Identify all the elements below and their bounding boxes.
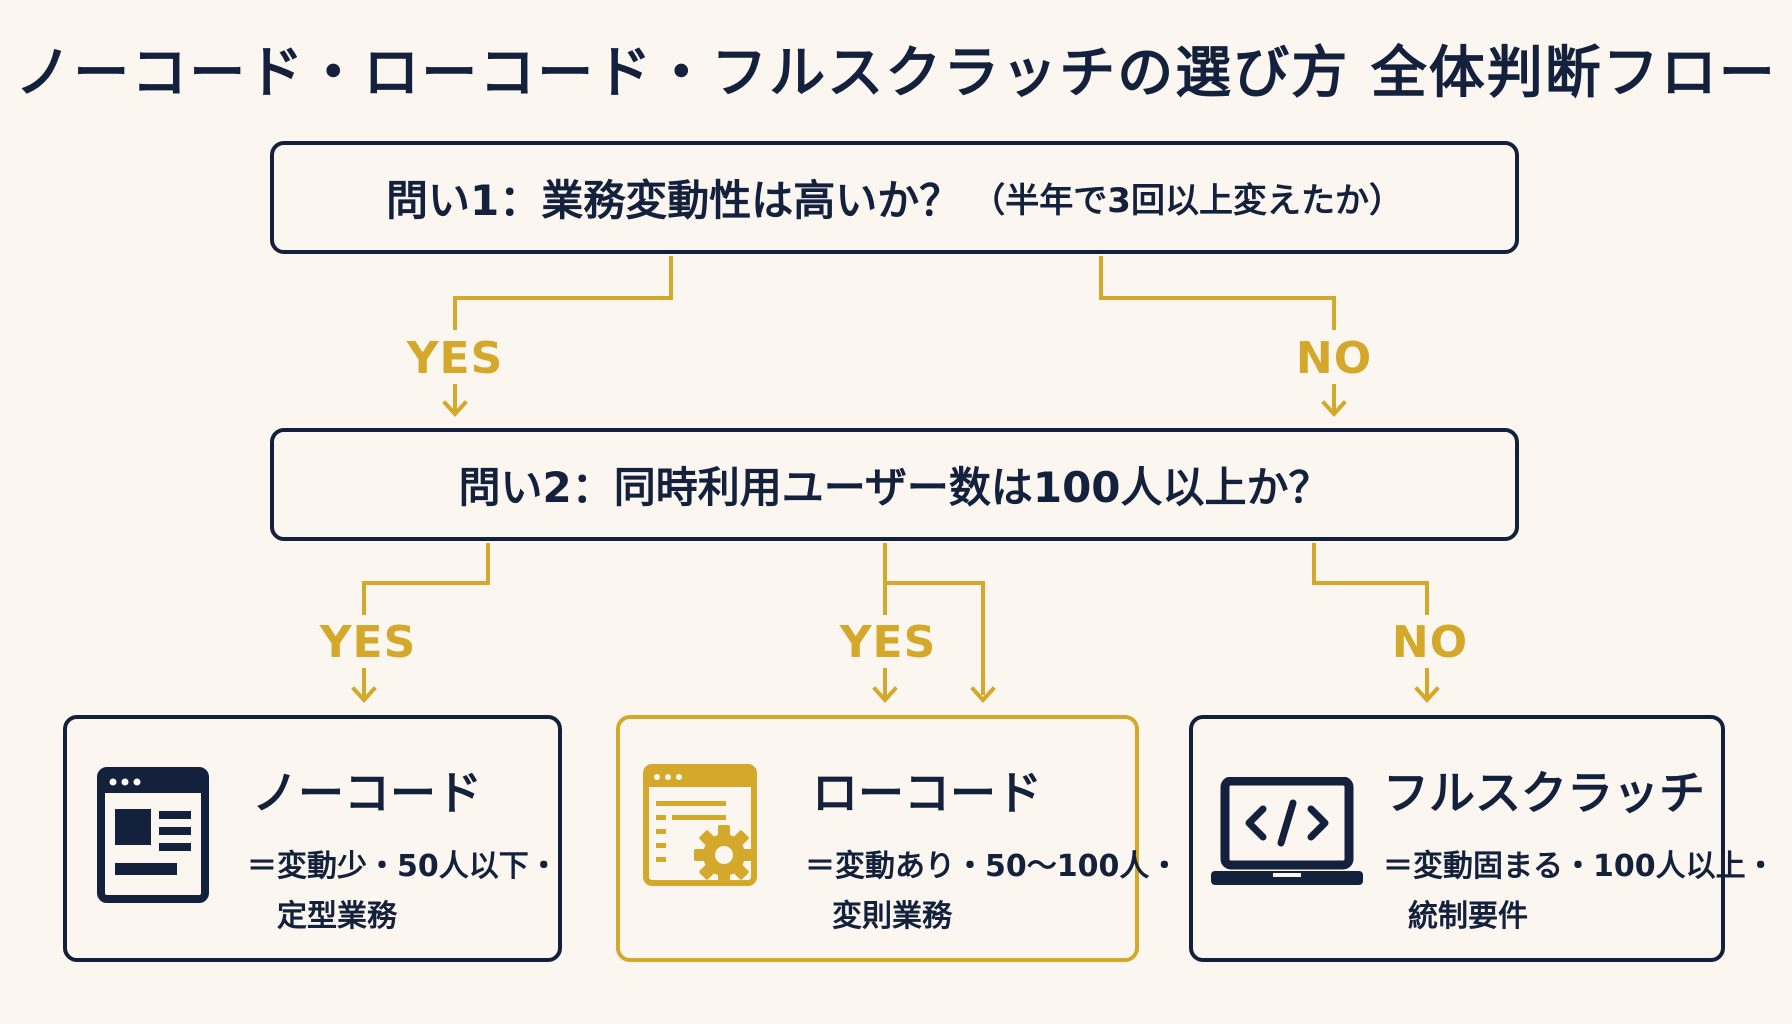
q2-mid-yes-label: YES bbox=[839, 617, 937, 668]
result-lowcode-desc-line2: 変則業務 bbox=[832, 899, 952, 934]
arrowhead-q2-no bbox=[1414, 686, 1440, 703]
browser-window-icon bbox=[97, 767, 209, 903]
question-2-text: 問い2：同時利用ユーザー数は100人以上か？ bbox=[458, 463, 1331, 512]
arrowhead-q1-yes bbox=[442, 400, 468, 417]
arrowhead-q2-mid-branch bbox=[970, 686, 996, 703]
connector-q1-yes bbox=[453, 256, 673, 330]
result-fullscratch-desc-line2: 統制要件 bbox=[1408, 899, 1528, 934]
result-fullscratch-desc-line1: ＝変動固まる・100人以上・ bbox=[1383, 849, 1776, 884]
q1-no-label: NO bbox=[1295, 333, 1373, 384]
connector-q1-no bbox=[1099, 256, 1336, 330]
q1-yes-label: YES bbox=[406, 333, 504, 384]
question-1-text: 問い1：業務変動性は高いか？ bbox=[386, 176, 962, 225]
q2-left-yes-label: YES bbox=[319, 617, 417, 668]
question-1-subtext: （半年で3回以上変えたか） bbox=[971, 181, 1403, 221]
window-gear-icon bbox=[643, 764, 757, 886]
arrowhead-q1-no bbox=[1321, 400, 1347, 417]
laptop-code-icon bbox=[1211, 777, 1363, 885]
arrowhead-q2-left-yes bbox=[351, 686, 377, 703]
q2-no-label: NO bbox=[1391, 617, 1469, 668]
result-lowcode-desc-line1: ＝変動あり・50〜100人・ bbox=[805, 849, 1180, 884]
result-nocode-title: ノーコード bbox=[252, 766, 482, 820]
connector-q2-left-yes bbox=[362, 543, 490, 615]
page-title: ノーコード・ローコード・フルスクラッチの選び方 全体判断フロー bbox=[15, 41, 1777, 106]
connector-q2-mid-branch bbox=[883, 581, 985, 695]
connector-q2-no bbox=[1312, 543, 1429, 615]
result-fullscratch-title: フルスクラッチ bbox=[1383, 766, 1705, 820]
result-nocode-desc-line1: ＝変動少・50人以下・ bbox=[247, 849, 559, 884]
result-lowcode-title: ローコード bbox=[812, 766, 1042, 820]
result-lowcode-box: ローコード ＝変動あり・50〜100人・ 変則業務 bbox=[616, 715, 1179, 962]
arrowhead-q2-mid-yes bbox=[872, 686, 898, 703]
result-nocode-box: ノーコード ＝変動少・50人以下・ 定型業務 bbox=[63, 715, 562, 962]
result-fullscratch-box: フルスクラッチ ＝変動固まる・100人以上・ 統制要件 bbox=[1189, 715, 1776, 962]
question-2-box: 問い2：同時利用ユーザー数は100人以上か？ bbox=[270, 428, 1519, 541]
question-1-box: 問い1：業務変動性は高いか？（半年で3回以上変えたか） bbox=[270, 141, 1519, 254]
result-nocode-desc-line2: 定型業務 bbox=[277, 899, 397, 934]
